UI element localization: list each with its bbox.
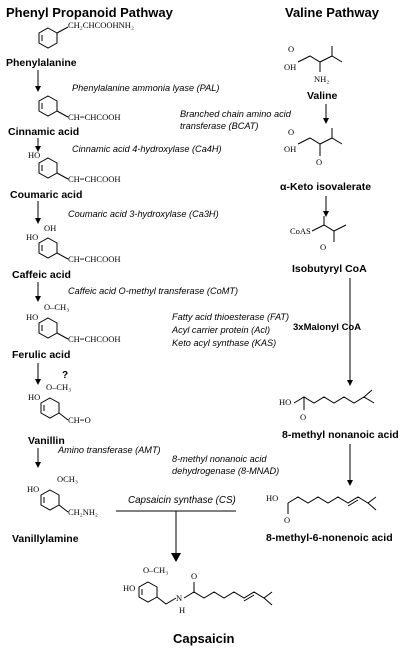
valine-structure: O OH NH₂: [284, 44, 343, 84]
caf-oh: OH: [44, 223, 56, 233]
cap-ho: HO: [123, 583, 135, 593]
caffeic-structure: HO OH CH=CHCOOH: [26, 223, 121, 264]
vla-och3: OCH₃: [57, 474, 78, 484]
non-ho: HO: [279, 397, 291, 407]
compound-coumaric-acid: Coumaric acid: [10, 189, 83, 201]
compound-isobutyryl-coa: Isobutyryl CoA: [292, 263, 367, 275]
none-o: O: [284, 515, 290, 525]
enzyme-mnad-line2: dehydrogenase (8-MNAD): [172, 466, 280, 476]
enzyme-acl: Acyl carrier protein (Acl): [172, 325, 271, 335]
compound-8-methyl-6-nonenoic-acid: 8-methyl-6-nonenoic acid: [266, 532, 393, 544]
non-o: O: [300, 412, 306, 422]
enzyme-bcat-line1: Branched chain amino acid: [180, 109, 291, 119]
van-ho: HO: [28, 392, 40, 402]
cou-ho: HO: [28, 150, 40, 160]
nonenoic-structure: HO O: [266, 493, 377, 525]
fer-och3: O–CH₃: [44, 302, 69, 312]
vla-side-chain: CH₂NH₂: [68, 507, 98, 517]
isobutyryl-coa-structure: CoAS O: [290, 216, 347, 252]
coumaric-structure: HO CH=CHCOOH: [28, 150, 121, 184]
phenylalanine-structure: CH₂CHCOOHNH₂: [38, 20, 134, 49]
enzyme-pal: Phenylalanine ammonia lyase (PAL): [72, 83, 220, 93]
keto-isovalerate-structure: O OH O: [284, 127, 343, 167]
compound-cinnamic-acid: Cinnamic acid: [8, 126, 80, 138]
keto-o2: O: [316, 157, 322, 167]
reagent-malonyl-coa: 3xMalonyl CoA: [293, 322, 362, 333]
cap-n: N: [176, 593, 182, 603]
compound-vanillylamine: Vanillylamine: [12, 533, 79, 545]
compound-ferulic-acid: Ferulic acid: [12, 349, 71, 361]
vla-ho: HO: [27, 484, 39, 494]
unknown-step-mark: ?: [62, 370, 69, 381]
keto-o: O: [288, 127, 294, 137]
enzyme-comt: Caffeic acid O-methyl transferase (CoMT): [68, 286, 239, 296]
cap-h: H: [179, 605, 185, 615]
compound-valine: Valine: [307, 90, 338, 102]
vanillylamine-structure: HO OCH₃ CH₂NH₂: [27, 474, 98, 517]
val-nh2: NH₂: [314, 74, 329, 84]
iso-o: O: [320, 242, 326, 252]
enzyme-kas: Keto acyl synthase (KAS): [172, 338, 277, 348]
enzyme-bcat-line2: transferase (BCAT): [180, 121, 259, 131]
cap-o: O: [191, 571, 197, 581]
ferulic-structure: HO O–CH₃ CH=CHCOOH: [26, 302, 121, 344]
cin-side-chain: CH=CHCOOH: [68, 112, 121, 122]
compound-phenylalanine: Phenylalanine: [6, 57, 77, 69]
compound-capsaicin: Capsaicin: [173, 631, 235, 646]
fer-ho: HO: [26, 312, 38, 322]
compound-vanillin: Vanillin: [28, 435, 65, 447]
cap-och3: O–CH₃: [143, 565, 168, 575]
capsaicin-structure: HO O–CH₃ N H O: [123, 565, 273, 615]
caf-ho: HO: [26, 232, 38, 242]
enzyme-mnad-line1: 8-methyl nonanoic acid: [172, 454, 267, 464]
phe-side-chain: CH₂CHCOOHNH₂: [68, 20, 134, 30]
enzyme-capsaicin-synthase: Capsaicin synthase (CS): [128, 495, 236, 506]
cou-side-chain: CH=CHCOOH: [68, 174, 121, 184]
nonanoic-structure: HO O: [279, 389, 375, 422]
compound-8-methyl-nonanoic-acid: 8-methyl nonanoic acid: [282, 429, 399, 441]
caf-side-chain: CH=CHCOOH: [68, 254, 121, 264]
enzyme-fat: Fatty acid thioesterase (FAT): [172, 312, 290, 322]
enzyme-ca4h: Cinnamic acid 4-hydroxylase (Ca4H): [72, 144, 222, 154]
compound-caffeic-acid: Caffeic acid: [12, 269, 71, 281]
fer-side-chain: CH=CHCOOH: [68, 334, 121, 344]
enzyme-ca3h: Coumaric acid 3-hydroxylase (Ca3H): [68, 209, 219, 219]
val-o: O: [288, 44, 294, 54]
cinnamic-structure: CH=CHCOOH: [38, 95, 121, 122]
keto-oh: OH: [284, 144, 296, 154]
van-och3: O–CH₃: [46, 382, 71, 392]
valine-pathway-title: Valine Pathway: [285, 5, 379, 20]
vanillin-structure: HO O–CH₃ CH=O: [28, 382, 91, 425]
iso-coas: CoAS: [290, 226, 311, 236]
none-ho: HO: [266, 493, 278, 503]
val-oh: OH: [284, 62, 296, 72]
compound-keto-isovalerate: α-Keto isovalerate: [280, 181, 372, 193]
van-side-chain: CH=O: [68, 415, 91, 425]
phenylpropanoid-pathway-title: Phenyl Propanoid Pathway: [6, 5, 173, 20]
enzyme-amt: Amino transferase (AMT): [58, 445, 161, 455]
